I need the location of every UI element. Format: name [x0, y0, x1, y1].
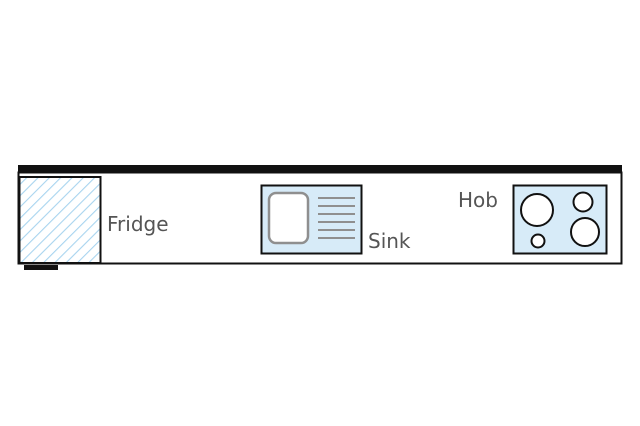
fridge-body	[18, 176, 102, 264]
hob-burner-medium	[570, 217, 600, 247]
hob-icon[interactable]	[512, 184, 608, 255]
worktop-back-edge	[18, 165, 622, 173]
hob-burner-small	[572, 191, 594, 213]
sink-drainer	[318, 197, 355, 239]
sink-icon[interactable]	[260, 184, 363, 255]
hob-burner-tiny	[530, 233, 546, 249]
fridge-label: Fridge	[107, 212, 169, 236]
fridge-door-handle	[24, 265, 58, 270]
hob-burner-large	[520, 193, 554, 227]
fridge-icon[interactable]	[18, 176, 102, 270]
hob-label: Hob	[458, 188, 498, 212]
sink-label: Sink	[368, 229, 411, 253]
sink-bowl	[267, 191, 310, 245]
